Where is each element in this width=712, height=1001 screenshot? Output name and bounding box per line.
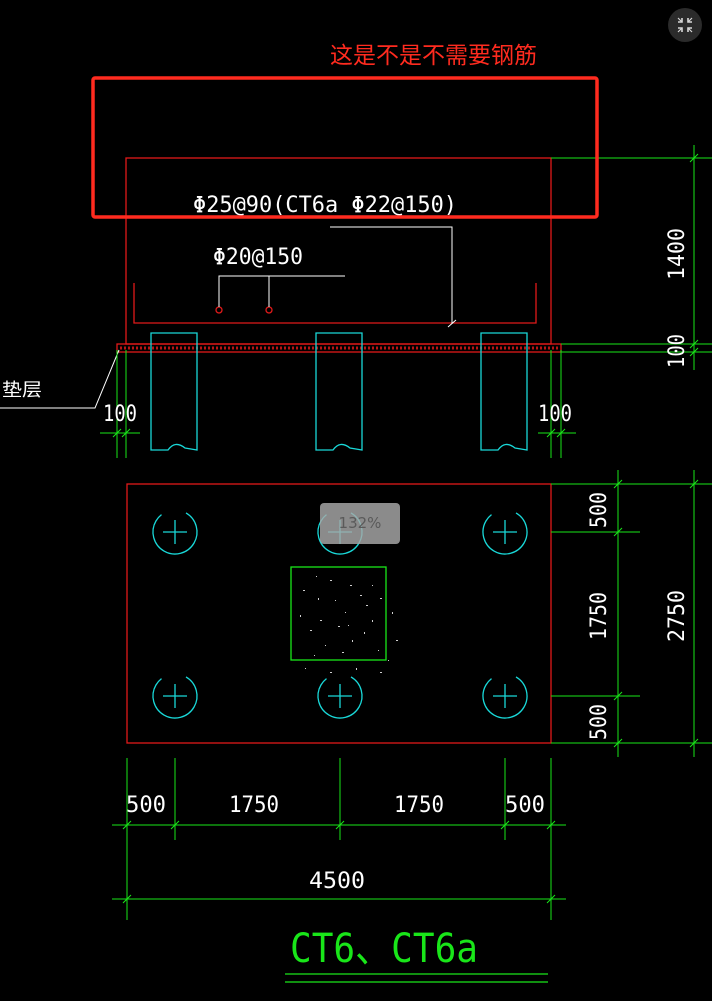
plan-bottom-dim-2: 1750 bbox=[229, 793, 279, 818]
fullscreen-exit-button[interactable] bbox=[668, 8, 702, 42]
zoom-level-badge: 132% bbox=[320, 503, 400, 544]
overhang-dims bbox=[100, 350, 576, 458]
cushion-height-dim: 100 bbox=[665, 334, 690, 368]
section-height-dims bbox=[551, 145, 712, 370]
rebar-leader bbox=[218, 275, 345, 307]
rebar-leader bbox=[330, 226, 453, 324]
cushion-label: 垫层 bbox=[2, 380, 42, 401]
rebar-dot bbox=[265, 306, 273, 314]
plan-bottom-dim-3: 1750 bbox=[394, 793, 444, 818]
pile bbox=[480, 332, 528, 451]
annotation-highlight-box bbox=[91, 76, 599, 219]
plan-bottom-dims bbox=[112, 758, 566, 920]
plan-bottom-dim-4: 500 bbox=[505, 793, 545, 818]
plan-right-dim-top: 500 bbox=[587, 492, 612, 528]
rebar-dot bbox=[215, 306, 223, 314]
column-outline bbox=[290, 566, 387, 661]
plan-right-dim-mid: 1750 bbox=[587, 592, 612, 640]
annotation-question: 这是不是不需要钢筋 bbox=[330, 43, 537, 69]
plan-outline bbox=[126, 483, 552, 744]
plan-right-dim-bottom: 500 bbox=[587, 704, 612, 740]
pile-plan-mark bbox=[482, 673, 528, 719]
top-rebar-label: Φ25@90(CT6a Φ22@150) bbox=[193, 193, 457, 218]
pile-cap-outline bbox=[125, 157, 552, 345]
plan-total-width-dim: 4500 bbox=[309, 869, 365, 894]
bottom-rebar-line bbox=[133, 283, 537, 324]
bottom-rebar-label: Φ20@150 bbox=[213, 245, 303, 270]
overhang-right-dim: 100 bbox=[538, 402, 572, 427]
plan-bottom-dim-1: 500 bbox=[126, 793, 166, 818]
pile-circles bbox=[152, 509, 528, 719]
plan-total-height-dim: 2750 bbox=[665, 590, 690, 642]
pile bbox=[315, 332, 363, 451]
overhang-left-dim: 100 bbox=[103, 402, 137, 427]
fullscreen-exit-icon bbox=[677, 17, 693, 33]
cushion-layer bbox=[116, 343, 562, 353]
plan-view: 500 1750 500 2750 500 1 bbox=[112, 470, 712, 920]
pile-plan-mark bbox=[482, 509, 528, 555]
drawing-title: CT6、CT6a bbox=[290, 926, 478, 972]
cap-height-dim: 1400 bbox=[665, 228, 690, 280]
plan-right-dims bbox=[551, 470, 712, 757]
pile-plan-mark bbox=[317, 673, 363, 719]
pile-plan-mark bbox=[152, 509, 198, 555]
leader-tick bbox=[447, 319, 457, 328]
pile bbox=[150, 332, 198, 451]
section-view: Φ25@90(CT6a Φ22@150) Φ20@150 垫层 bbox=[0, 145, 712, 458]
pile-plan-mark bbox=[152, 673, 198, 719]
cushion-leader bbox=[0, 349, 120, 409]
drawing-title-block: CT6、CT6a bbox=[285, 926, 548, 983]
column-hatch bbox=[300, 576, 398, 673]
